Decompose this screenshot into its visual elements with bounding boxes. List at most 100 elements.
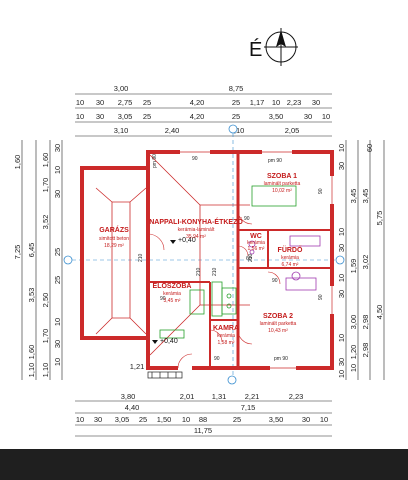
- dim-bot-r3-6: 88: [199, 415, 207, 424]
- dim-right-inner-2: 3,00: [349, 315, 358, 330]
- dim-left-small-7: 10: [53, 358, 62, 366]
- dim-bot-r1-3: 2,21: [245, 392, 260, 401]
- room-name-living: NAPPALI-KONYHA-ÉTKEZŐ: [149, 217, 243, 226]
- door-swing: [237, 245, 249, 257]
- level-markers: +0,40 +0,40: [152, 237, 196, 345]
- dim-right-small-7: 10: [349, 364, 358, 372]
- room-floor-garage: simított beton: [99, 236, 129, 242]
- shower-icon: [285, 277, 317, 291]
- dim-top-r2-8: 2,23: [287, 98, 302, 107]
- door-swing: [237, 329, 253, 345]
- chair-icon: [226, 303, 232, 309]
- room-floor-living: kerámia-laminált: [178, 227, 215, 233]
- north-pointer-icon: [276, 30, 286, 47]
- dim-left-mid-0: 6,45: [27, 243, 36, 258]
- dim-right-small-1: 30: [337, 162, 346, 170]
- opening-6: 90: [272, 278, 278, 284]
- north-label: É: [249, 38, 262, 61]
- dim-left-small-1: 10: [53, 166, 62, 174]
- dim-top-r4-1: 2,40: [165, 126, 180, 135]
- bed-icon: [251, 185, 297, 207]
- dim-right-small-9: 10: [337, 370, 346, 378]
- top-dimension-labels: 3,00 8,75 10 30 2,75 25 4,20 25 1,17 10 …: [76, 84, 330, 135]
- room-floor-bathroom: kerámia: [281, 255, 299, 261]
- dim-bot-r1-2: 1,31: [212, 392, 227, 401]
- opening-11: 210: [248, 253, 254, 262]
- bottom-bar: [0, 449, 408, 480]
- room-area-wc: 1,56 m²: [248, 246, 265, 252]
- chair-icon: [226, 293, 232, 299]
- kitchen-counter: [211, 281, 223, 317]
- left-dimension-labels: 7,25 1,60 6,45 3,53 1,60 1,60 1,70 3,52 …: [13, 144, 62, 377]
- dim-left-inner-5: 1,10: [27, 363, 36, 378]
- opening-7: 90: [318, 294, 324, 300]
- dim-top-r2-3: 25: [143, 98, 151, 107]
- dim-left-small-5: 10: [53, 318, 62, 326]
- dim-bot-r3-9: 30: [302, 415, 310, 424]
- level-label-0: +0,40: [178, 237, 196, 244]
- dim-left-mid-2: 1,60: [27, 345, 36, 360]
- opening-14: 210: [138, 253, 144, 262]
- dim-top-r4-3: 2,05: [285, 126, 300, 135]
- dim-top-r3-1: 30: [96, 112, 104, 121]
- bathtub-icon: [289, 235, 321, 247]
- room-floor-hall: kerámia: [163, 291, 181, 297]
- dim-bot-r3-2: 3,05: [115, 415, 130, 424]
- washbasin-icon: [249, 249, 255, 255]
- furniture: [159, 185, 297, 339]
- opening-5: 60: [246, 256, 252, 262]
- dim-right-small-5: 30: [337, 290, 346, 298]
- room-name-bedroom1: SZOBA 1: [267, 173, 297, 180]
- opening-13: 90: [160, 296, 166, 302]
- dim-bot-r1-0: 3,80: [121, 392, 136, 401]
- dim-top-r3-0: 10: [76, 112, 84, 121]
- axis-marker-icon: [227, 375, 237, 385]
- dim-right-mid-1: 3,02: [361, 255, 370, 270]
- room-name-wc: WC: [250, 233, 262, 240]
- door-swing: [177, 353, 193, 369]
- dim-top-r1-1: 8,75: [229, 84, 244, 93]
- axis-marker-icon: [63, 255, 73, 265]
- dim-right-mid-2: 2,98: [361, 315, 370, 330]
- entrance-steps: [147, 371, 183, 379]
- dim-bot-r2-1: 7,15: [241, 403, 256, 412]
- north-arrow: É: [249, 28, 298, 66]
- room-area-bedroom2: 10,43 m²: [268, 328, 288, 334]
- dim-left-inner-3: 2,50: [41, 293, 50, 308]
- room-labels: GARÁZS simított beton 18,29 m² NAPPALI-K…: [99, 173, 303, 346]
- opening-8: pm 90: [274, 356, 288, 362]
- dim-left-small-3: 25: [53, 248, 62, 256]
- axis-marker-icon: [228, 124, 238, 134]
- dim-bot-r4-0: 11,75: [194, 426, 212, 435]
- doors: [147, 209, 281, 369]
- dim-top-r2-9: 30: [312, 98, 320, 107]
- dim-bot-r1-1: 2,01: [180, 392, 195, 401]
- opening-12: 90: [214, 356, 220, 362]
- right-dimensions: [345, 140, 385, 380]
- dim-right-inner-0: 3,45: [349, 189, 358, 204]
- dim-bot-r3-7: 25: [233, 415, 241, 424]
- room-name-bathroom: FÜRDŐ: [278, 245, 303, 254]
- left-dimensions: [21, 140, 63, 380]
- dim-right-outer-0: 5,75: [375, 211, 384, 226]
- door-swing: [209, 329, 223, 343]
- door-swing: [147, 233, 165, 251]
- dim-top-r3-8: 10: [322, 112, 330, 121]
- dim-left-small-0: 30: [53, 144, 62, 152]
- room-name-garage: GARÁZS: [99, 225, 129, 234]
- shoe-cabinet: [159, 329, 185, 339]
- room-area-bedroom1: 10,02 m²: [272, 188, 292, 194]
- dim-right-inner-1: 1,59: [349, 259, 358, 274]
- dim-top-r2-7: 10: [272, 98, 280, 107]
- dim-top-r3-2: 3,05: [118, 112, 133, 121]
- dim-right-mid-3: 2,98: [361, 343, 370, 358]
- dim-bot-r3-3: 25: [139, 415, 147, 424]
- dim-top-r2-1: 30: [96, 98, 104, 107]
- dim-top-r3-3: 25: [143, 112, 151, 121]
- sink-icon: [291, 271, 301, 281]
- house-outer-wall: [146, 150, 334, 370]
- room-area-hall: 3,45 m²: [164, 298, 181, 304]
- dim-left-inner-6: 1,10: [41, 363, 50, 378]
- opening-9: 210: [196, 267, 202, 276]
